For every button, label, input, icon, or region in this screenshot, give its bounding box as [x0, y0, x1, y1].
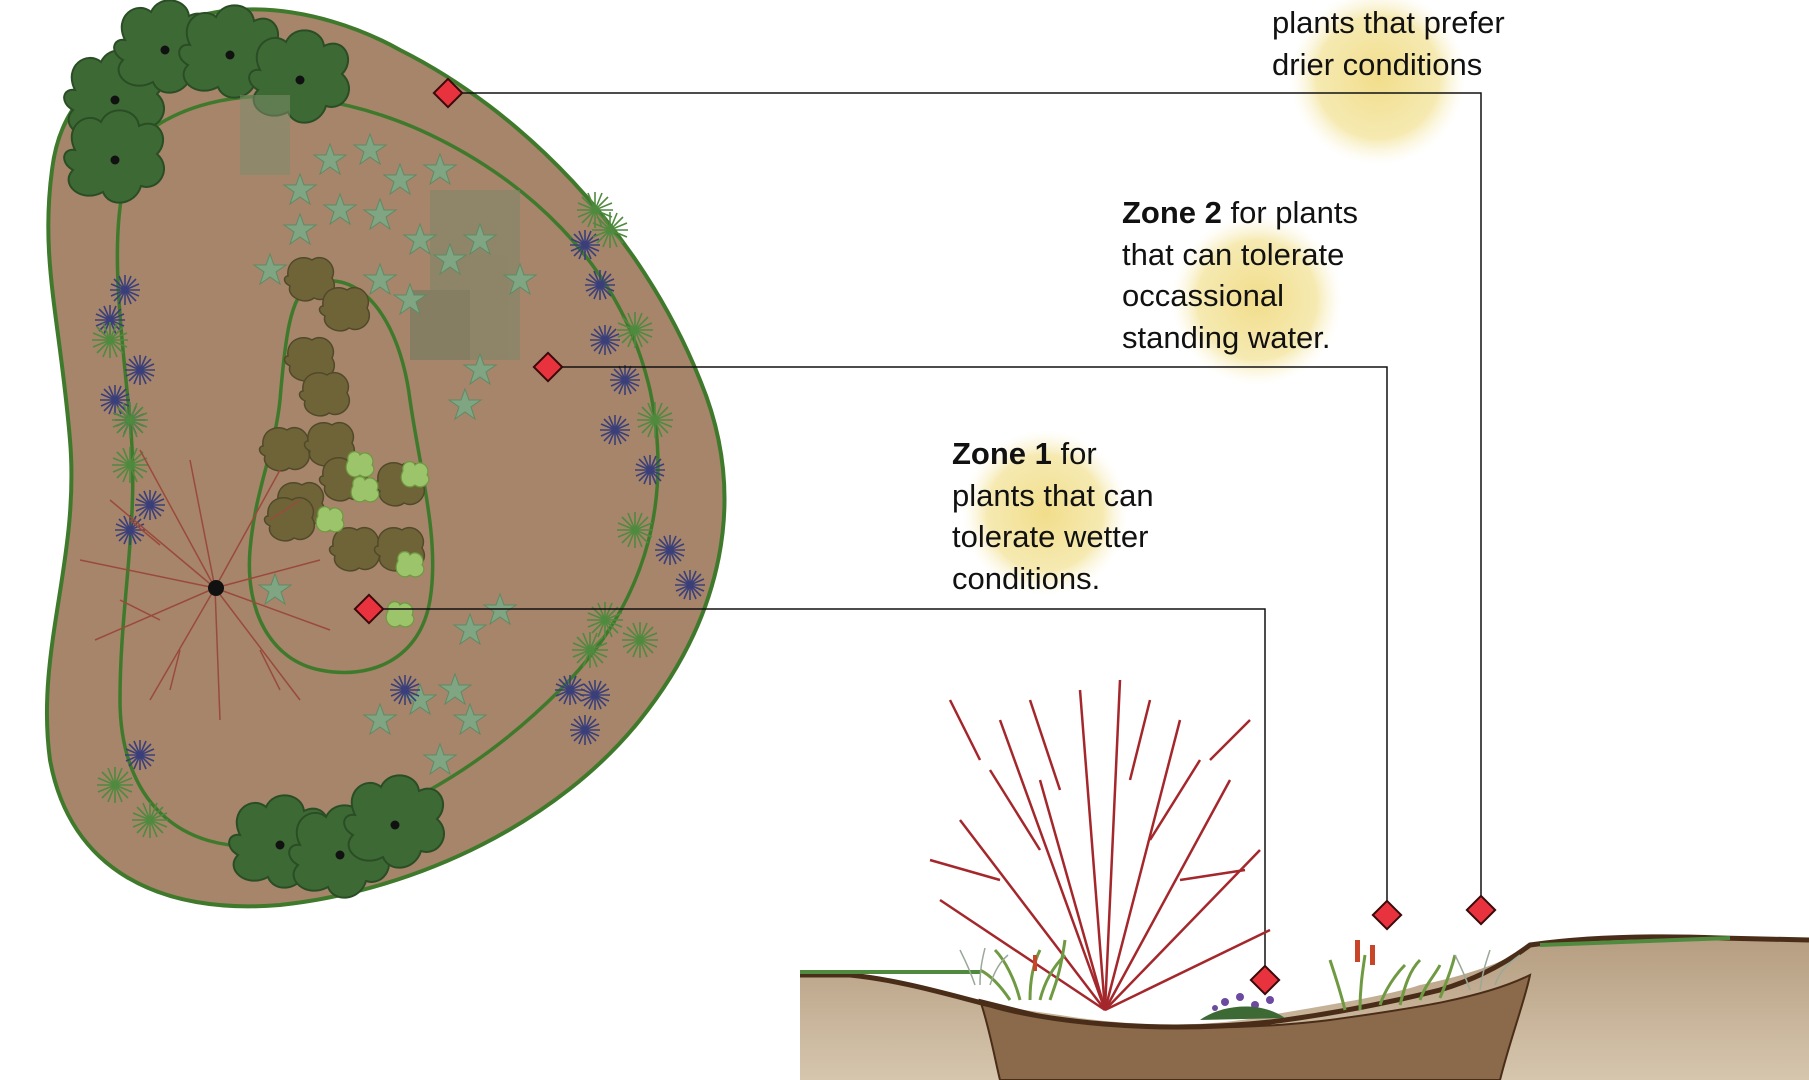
zone-2-label-line-2: that can tolerate [1122, 236, 1345, 272]
marker-zone-2-section [1371, 899, 1403, 931]
leader-lines [369, 92, 1482, 980]
basin-outer [44, 7, 727, 909]
zone-3-label: plants that prefer drier conditions [1272, 2, 1505, 85]
tree-plan [79, 449, 331, 721]
red-twig-shrub [929, 679, 1271, 1012]
zone-2-highlight [1153, 196, 1361, 404]
cross-section [800, 679, 1809, 1080]
zone-1-highlight [944, 412, 1146, 613]
zone-3-label-line-2: drier conditions [1272, 46, 1483, 82]
zone-1-label-line-1: Zone 1 for [952, 433, 1154, 475]
cross-section-plants [959, 939, 1521, 1020]
zone-2-label-text-1: for plants [1221, 195, 1359, 230]
zone-1-label: Zone 1 for plants that can tolerate wett… [952, 433, 1154, 599]
zone-2-label: Zone 2 for plants that can tolerate occa… [1122, 192, 1358, 358]
zone-2-label-line-4: standing water. [1122, 319, 1331, 355]
zone-2-title: Zone 2 [1122, 195, 1222, 230]
marker-zone-1-section [1249, 964, 1281, 996]
zone-1-label-line-2: plants that can [952, 477, 1154, 513]
zone-3-label-line-1: plants that prefer [1272, 5, 1505, 40]
zone-1-label-line-4: conditions. [952, 560, 1101, 596]
plan-view [44, 0, 727, 909]
fern-patch [240, 95, 520, 360]
zone-2-label-line-3: occassional [1122, 278, 1284, 313]
ground-line [800, 934, 1809, 1030]
zone-2-label-line-1: Zone 2 for plants [1122, 192, 1358, 234]
zone-1-label-line-3: tolerate wetter [952, 519, 1149, 554]
zone-1-label-text-1: for [1051, 436, 1097, 471]
zone-1-title: Zone 1 [952, 436, 1052, 471]
marker-zone-3-section [1465, 894, 1497, 926]
basin-inner-ring [247, 279, 435, 675]
zone-3-highlight [1270, 0, 1486, 185]
